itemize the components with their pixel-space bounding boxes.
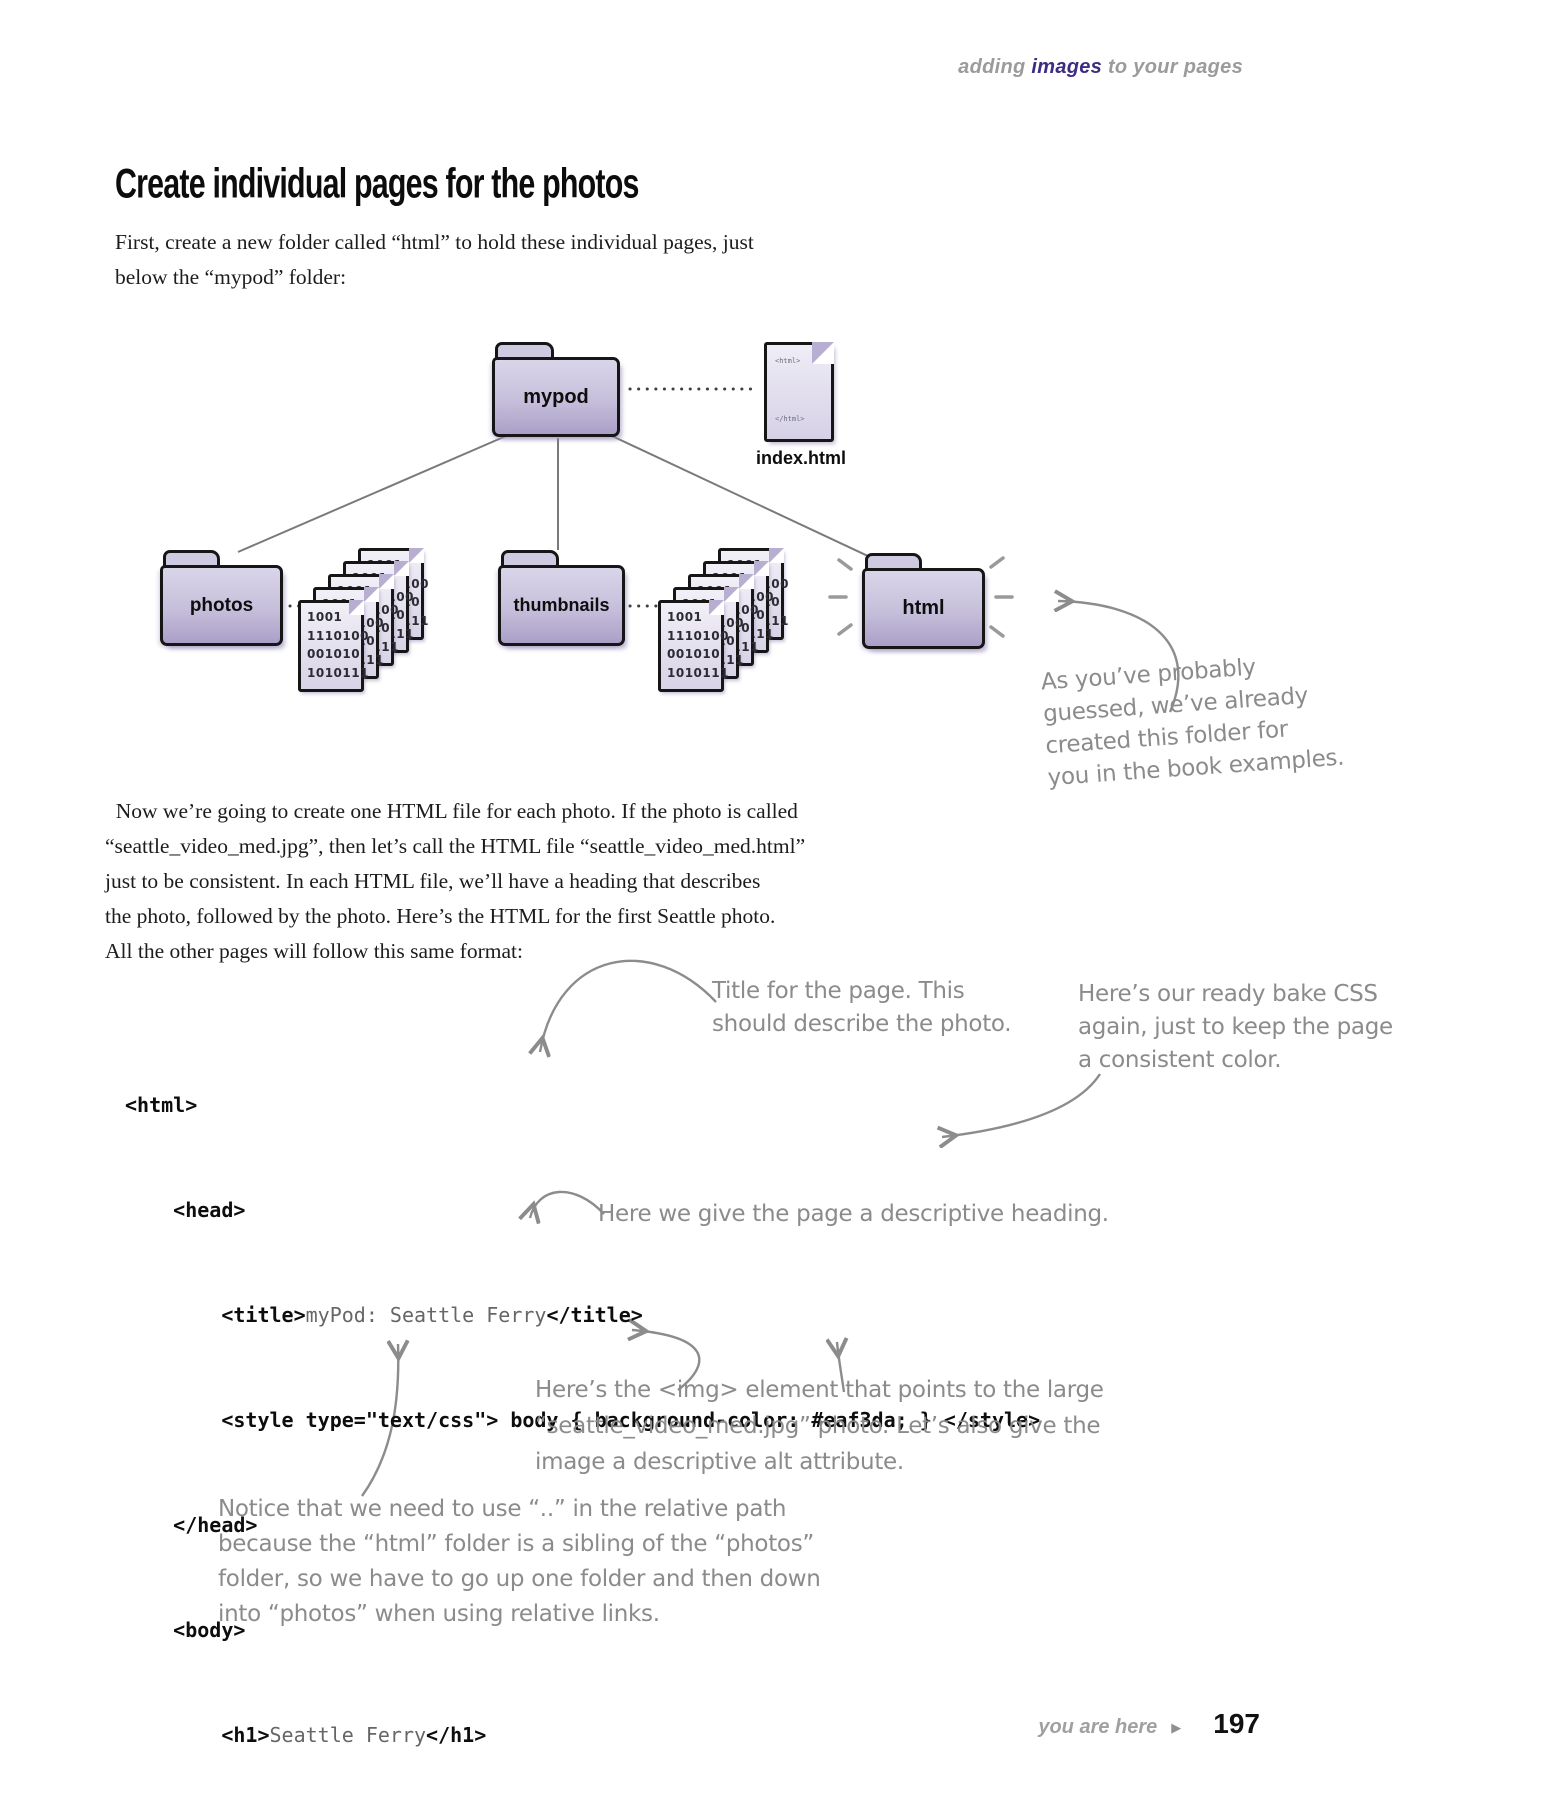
- annotation-title-note: Title for the page. This should describe…: [712, 978, 1012, 1037]
- you-are-here-label: you are here: [1038, 1716, 1158, 1738]
- running-header-emphasis: images: [1031, 56, 1103, 78]
- folder-label-html: html: [902, 597, 945, 619]
- file-icon-code-bottom: </html>: [775, 415, 805, 423]
- body-paragraph: Now we’re going to create one HTML file …: [105, 798, 806, 963]
- folder-label-photos: photos: [189, 594, 254, 616]
- code-line: <style type="text/css"> body { backgroun…: [125, 1408, 1041, 1432]
- folder-thumbnails: thumbnails: [498, 550, 625, 646]
- intro-paragraph: First, create a new folder called “html”…: [115, 229, 754, 289]
- folder-photos: photos: [160, 550, 283, 646]
- page-footer: you are here ▶ 197: [900, 1708, 1260, 1740]
- code-block: <html> <head> <title>myPod: Seattle Ferr…: [125, 1018, 1173, 1800]
- folder-label-thumbnails: thumbnails: [513, 595, 610, 615]
- file-icon-code-top: <html>: [775, 357, 801, 365]
- annotation-relative-path-note: Notice that we need to use “..” in the r…: [218, 1496, 821, 1627]
- binary-file-stack-thumbnails: 1001 1110100 001010 1010111 1001 1110100…: [656, 548, 788, 698]
- binary-file-stack-photos: 1001 1110100 001010 1010111 1001 1110100…: [296, 548, 428, 698]
- page-number: 197: [1213, 1708, 1260, 1739]
- binary-file-icon: 1001 1110100 001010 1010111: [298, 600, 368, 692]
- running-header-pre: adding: [958, 56, 1032, 78]
- folder-mypod: mypod: [492, 342, 620, 437]
- file-icon-index-html: <html> </html>: [764, 342, 834, 442]
- code-line: <title>myPod: Seattle Ferry</title>: [125, 1303, 643, 1327]
- folder-label-mypod: mypod: [523, 385, 589, 408]
- handwritten-note-html-folder: As you’ve probably guessed, we’ve alread…: [1040, 654, 1345, 792]
- code-line: <body>: [125, 1618, 246, 1642]
- running-header-post: to your pages: [1102, 56, 1243, 78]
- annotation-img-note: Here’s the <img> element that points to …: [535, 1377, 1104, 1475]
- page-title: Create individual pages for the photos: [115, 161, 639, 208]
- code-line: <h1>Seattle Ferry</h1>: [125, 1723, 487, 1747]
- running-header: adding images to your pages: [643, 56, 1243, 79]
- code-line: </head>: [125, 1513, 258, 1537]
- you-are-here-arrow-icon: ▶: [1171, 1721, 1182, 1736]
- code-line: <head>: [125, 1198, 246, 1222]
- code-line: <html>: [125, 1093, 198, 1117]
- folder-html: html: [862, 553, 985, 649]
- annotation-heading-note: Here we give the page a descriptive head…: [598, 1201, 1109, 1227]
- tree-line-to-photos: [237, 435, 507, 553]
- file-label-index-html: index.html: [755, 448, 846, 468]
- binary-file-icon: 1001 1110100 001010 1010111: [658, 600, 728, 692]
- annotation-css-note: Here’s our ready bake CSS again, just to…: [1078, 981, 1393, 1073]
